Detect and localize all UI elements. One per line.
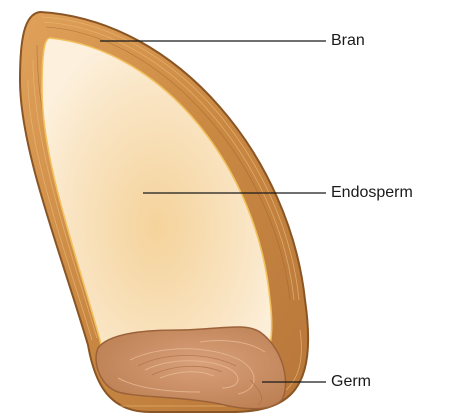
bran-label: Bran xyxy=(331,33,365,49)
endosperm-label: Endosperm xyxy=(331,185,413,201)
germ-label: Germ xyxy=(331,374,371,390)
